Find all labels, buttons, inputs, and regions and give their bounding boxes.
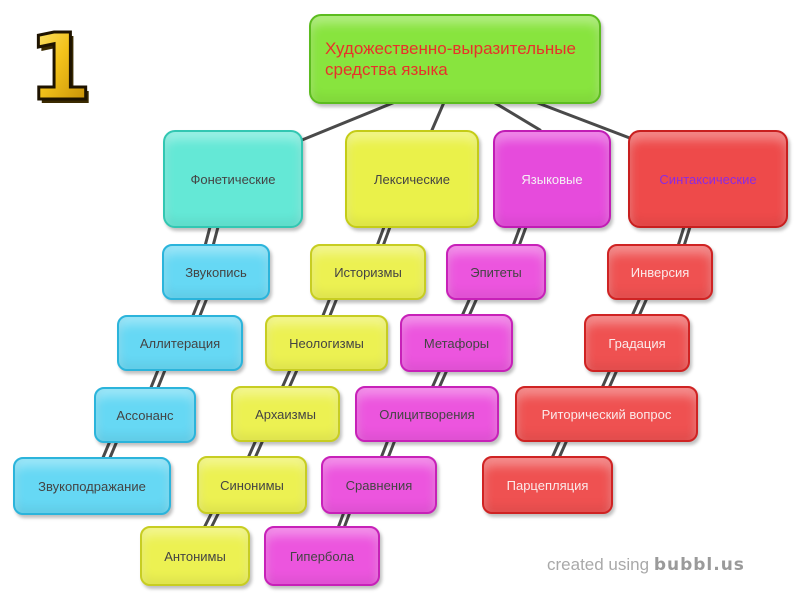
node-label: Сравнения — [345, 477, 413, 493]
link-lex-5 — [202, 510, 214, 530]
link-phon-4b — [107, 439, 119, 462]
node-istorizmy[interactable]: Историзмы — [310, 244, 426, 300]
node-sinonimy[interactable]: Синонимы — [197, 456, 307, 514]
link-syn-2b — [637, 296, 649, 318]
link-syn-2 — [630, 296, 642, 318]
node-label: Аллитерация — [139, 335, 221, 351]
link-root-phonetic — [300, 98, 402, 142]
link-lang-3 — [430, 368, 442, 390]
number-one-badge: 1 1 — [35, 25, 90, 115]
node-partseplyatsiya[interactable]: Парцепляция — [482, 456, 613, 514]
node-gradatsiya[interactable]: Градация — [584, 314, 690, 372]
link-lex-5b — [209, 510, 221, 530]
node-inversiya[interactable]: Инверсия — [607, 244, 713, 300]
link-lex-2 — [320, 296, 332, 320]
category-language[interactable]: Языковые — [493, 130, 611, 228]
node-label: Неологизмы — [289, 335, 364, 351]
node-label: Парцепляция — [506, 477, 589, 493]
svg-text:1: 1 — [35, 25, 90, 115]
link-lang-2 — [460, 296, 472, 318]
node-metafory[interactable]: Метафоры — [400, 314, 513, 372]
link-root-language — [488, 98, 542, 132]
link-lex-2b — [327, 296, 339, 320]
node-label: Гипербола — [289, 548, 355, 564]
link-syn-4b — [557, 438, 569, 460]
link-root-syntactic — [528, 98, 637, 142]
node-label: Олицитворения — [379, 406, 475, 422]
link-lex-4 — [246, 438, 258, 460]
node-giperbola[interactable]: Гипербола — [264, 526, 380, 586]
link-lex-4b — [253, 438, 265, 460]
node-arkhaizmy[interactable]: Архаизмы — [231, 386, 340, 442]
node-label: Риторический вопрос — [541, 406, 672, 422]
node-epitety[interactable]: Эпитеты — [446, 244, 546, 300]
node-label: Антонимы — [164, 548, 226, 564]
node-zvukopodrazhanie[interactable]: Звукоподражание — [13, 457, 171, 515]
node-label: Инверсия — [630, 264, 690, 280]
node-zvukopis[interactable]: Звукопись — [162, 244, 270, 300]
node-olitsitvoreniya[interactable]: Олицитворения — [355, 386, 499, 442]
link-phon-2b — [197, 296, 209, 320]
link-phon-3b — [155, 368, 167, 392]
link-lang-1b — [517, 225, 528, 248]
node-label: Историзмы — [334, 264, 402, 280]
category-label: Лексические — [373, 171, 451, 187]
link-syn-3 — [600, 368, 612, 390]
link-lang-4 — [379, 438, 390, 460]
link-root-lexical — [430, 98, 447, 132]
svg-text:1: 1 — [35, 25, 90, 115]
category-lexical[interactable]: Лексические — [345, 130, 479, 228]
node-label: Градация — [608, 335, 666, 351]
link-lex-1b — [381, 225, 392, 248]
link-lex-3b — [287, 368, 299, 390]
node-label: Звукопись — [185, 264, 247, 280]
link-lex-1 — [375, 225, 386, 248]
link-lang-3b — [437, 368, 449, 390]
link-lang-5b — [342, 510, 352, 530]
link-phon-2 — [190, 296, 202, 320]
link-syn-1b — [682, 225, 692, 248]
node-label: Метафоры — [423, 335, 490, 351]
credit-brand: bubbl.us — [653, 555, 745, 575]
link-syn-3b — [607, 368, 619, 390]
category-phonetic[interactable]: Фонетические — [163, 130, 303, 228]
credit-prefix: created using — [547, 555, 650, 574]
link-lang-1 — [511, 225, 522, 248]
node-label: Эпитеты — [470, 264, 522, 280]
root-node[interactable]: Художественно-выразительные средства язы… — [309, 14, 601, 104]
link-phon-1b — [211, 225, 220, 248]
node-antonimy[interactable]: Антонимы — [140, 526, 250, 586]
category-label: Фонетические — [190, 171, 276, 187]
link-phon-1 — [203, 225, 212, 248]
root-label: Художественно-выразительные средства язы… — [325, 39, 576, 79]
node-label: Звукоподражание — [38, 478, 146, 494]
link-lang-4b — [386, 438, 397, 460]
link-lang-2b — [467, 296, 479, 318]
node-neologizmy[interactable]: Неологизмы — [265, 315, 388, 371]
link-syn-4 — [550, 438, 562, 460]
link-phon-3 — [148, 368, 160, 392]
node-label: Архаизмы — [255, 406, 316, 422]
node-sravneniya[interactable]: Сравнения — [321, 456, 437, 514]
credit-watermark: created using bubbl.us — [547, 555, 745, 575]
category-label: Языковые — [521, 171, 583, 187]
category-label: Синтаксические — [659, 171, 757, 187]
node-label: Ассонанс — [116, 407, 174, 423]
link-lang-5 — [336, 510, 346, 530]
node-ritoricheskiy-vopros[interactable]: Риторический вопрос — [515, 386, 698, 442]
category-syntactic[interactable]: Синтаксические — [628, 130, 788, 228]
link-lex-3 — [280, 368, 292, 390]
link-phon-4 — [100, 439, 112, 462]
node-alliteratsiya[interactable]: Аллитерация — [117, 315, 243, 371]
node-label: Синонимы — [220, 477, 284, 493]
link-syn-1 — [676, 225, 686, 248]
node-assonans[interactable]: Ассонанс — [94, 387, 196, 443]
